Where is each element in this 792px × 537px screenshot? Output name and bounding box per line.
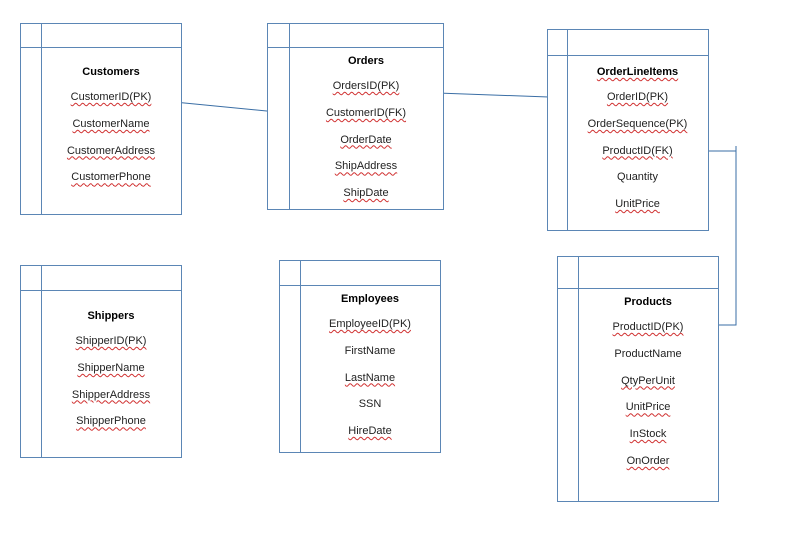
table-title: Products <box>624 296 672 308</box>
table-field: UnitPrice <box>615 198 660 211</box>
table-title: Orders <box>347 55 385 67</box>
table-field: ShipDate <box>343 187 389 200</box>
table-title: OrderLineItems <box>596 66 679 78</box>
table-field: OrderDate <box>340 133 392 146</box>
table-field: Quantity <box>617 171 658 184</box>
table-title: Shippers <box>87 310 135 322</box>
table-title: Employees <box>340 293 400 305</box>
table-field: ProductName <box>614 347 682 360</box>
table-field: HireDate <box>348 425 392 438</box>
table-field: UnitPrice <box>625 401 671 414</box>
table-field: OrderID(PK) <box>606 91 669 103</box>
table-field: ShipperID(PK) <box>75 335 147 347</box>
table-field: CustomerAddress <box>66 144 156 157</box>
table-field: CustomerID(FK) <box>325 106 407 119</box>
table-field: ShipperPhone <box>76 415 146 428</box>
table-field: ProductID(FK) <box>602 144 673 157</box>
table-field: QtyPerUnit <box>621 374 675 387</box>
table-field: ProductID(PK) <box>612 321 684 333</box>
table-orders[interactable]: Orders OrdersID(PK) CustomerID(FK) OrderDa… <box>267 23 444 210</box>
table-orderlineitems[interactable]: OrderLineItems OrderID(PK) OrderSequence(… <box>547 29 709 231</box>
table-field: ShipAddress <box>334 160 398 173</box>
table-field: EmployeeID(PK) <box>329 318 411 330</box>
table-field: ShipperName <box>77 361 145 374</box>
table-field: InStock <box>629 428 667 441</box>
table-field: ShipperAddress <box>71 388 151 401</box>
table-field: CustomerPhone <box>71 171 151 184</box>
table-field: CustomerID(PK) <box>70 91 152 103</box>
table-field: OrderSequence(PK) <box>587 117 688 130</box>
table-field: OrdersID(PK) <box>332 80 400 92</box>
table-field: FirstName <box>344 344 396 357</box>
table-field: CustomerName <box>72 117 150 130</box>
table-title: Customers <box>82 66 140 78</box>
table-field: SSN <box>358 398 382 411</box>
table-field: OnOrder <box>626 454 670 467</box>
table-field: LastName <box>344 371 396 384</box>
